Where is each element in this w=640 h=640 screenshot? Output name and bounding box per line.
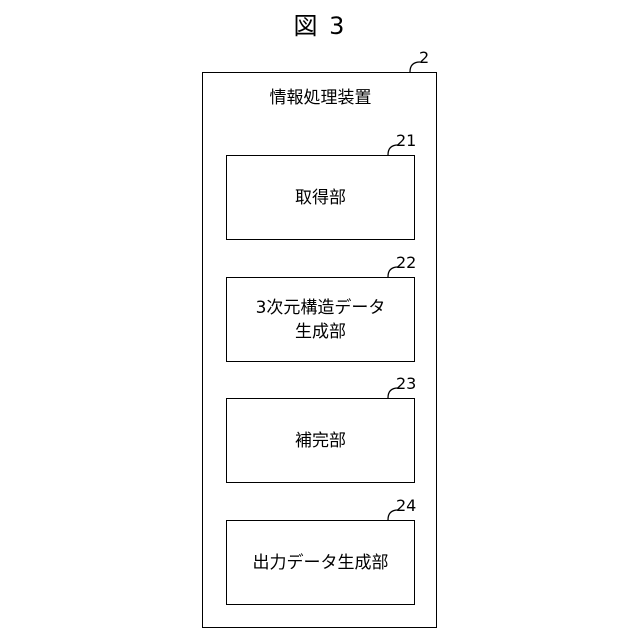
component-ref-24: 24 <box>396 498 416 514</box>
output-data-generation-unit-box: 出力データ生成部 <box>226 520 415 605</box>
device-label: 情報処理装置 <box>203 83 438 108</box>
component-ref-21: 21 <box>396 133 416 149</box>
figure-title: 図 3 <box>0 6 640 41</box>
complement-unit-box: 補完部 <box>226 398 415 483</box>
component-ref-22: 22 <box>396 255 416 271</box>
output-data-generation-unit-label: 出力データ生成部 <box>253 551 389 575</box>
device-ref-number: 2 <box>419 50 429 66</box>
complement-unit-label: 補完部 <box>295 429 346 453</box>
3d-structure-data-generation-unit-box: 3次元構造データ 生成部 <box>226 277 415 362</box>
acquisition-unit-box: 取得部 <box>226 155 415 240</box>
acquisition-unit-label: 取得部 <box>295 186 346 210</box>
component-ref-23: 23 <box>396 376 416 392</box>
3d-structure-data-generation-unit-label: 3次元構造データ 生成部 <box>256 296 386 344</box>
